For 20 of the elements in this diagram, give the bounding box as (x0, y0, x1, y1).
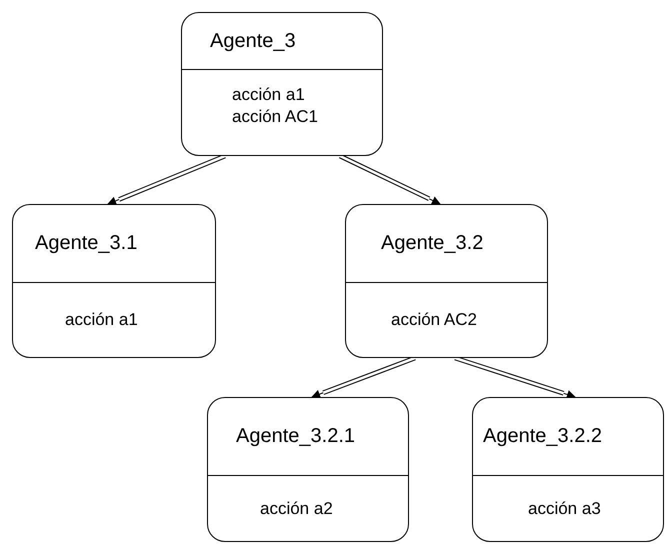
double-arrow (454, 356, 576, 399)
action-text: acción a1 (65, 309, 139, 331)
agent-name: Agente_3.2.2 (483, 425, 602, 448)
double-arrow (311, 356, 416, 398)
double-arrow (338, 154, 441, 205)
agent-name: Agente_3.1 (35, 232, 138, 255)
agent-box (181, 12, 383, 156)
action-text: acción AC2 (391, 309, 478, 331)
action-text: acción a3 (528, 498, 602, 520)
double-arrow (107, 154, 226, 206)
action-text: acción a1 (232, 84, 306, 106)
agent-box (12, 204, 216, 358)
agent-name: Agente_3 (210, 30, 296, 52)
agent-box (207, 397, 409, 542)
agent-name: Agente_3.2 (381, 232, 484, 255)
agent-name: Agente_3.2.1 (236, 425, 355, 448)
agent-box (345, 204, 548, 358)
action-text: acción AC1 (232, 106, 319, 128)
agent-box (472, 397, 664, 542)
action-text: acción a2 (260, 498, 334, 520)
